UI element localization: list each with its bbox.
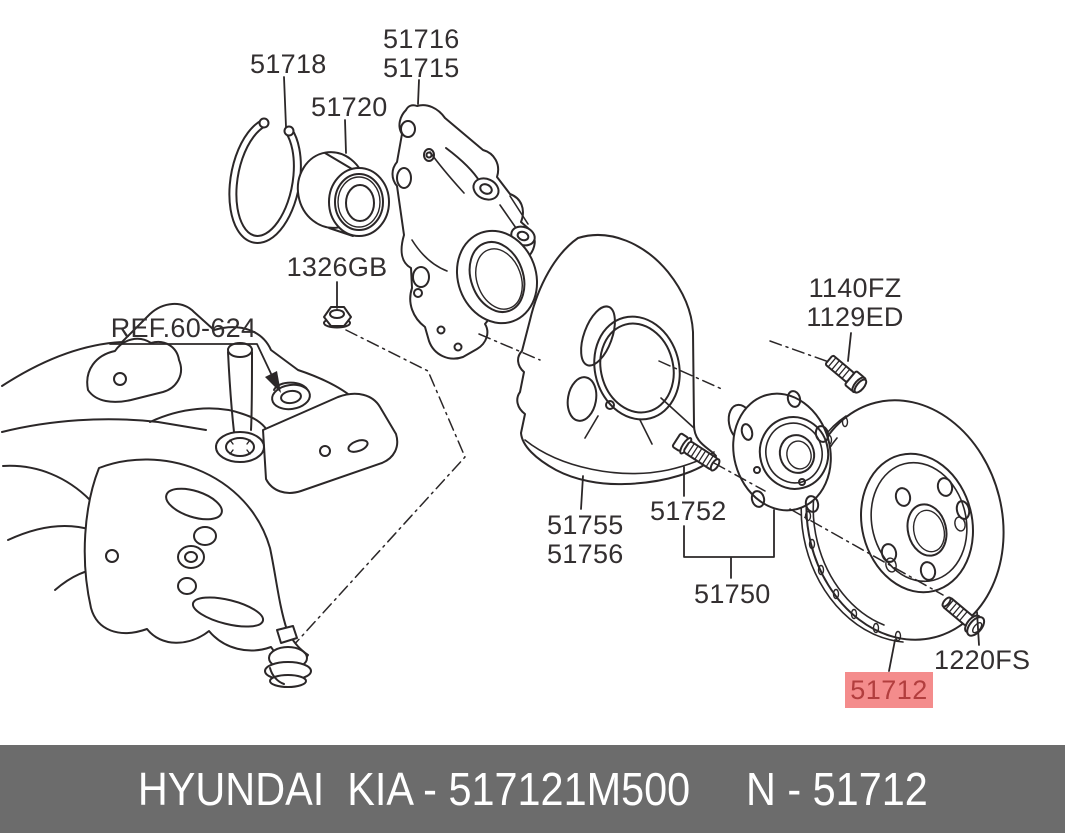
wheel-bearing-drawing [296,151,390,237]
label-dust-cover-line2[interactable]: 51756 [547,539,624,569]
label-disc-screw[interactable]: 1220FS [934,645,1031,675]
footer-bar: HYUNDAI KIA - 517121M500 N - 51712 [0,745,1065,833]
hub-bolt-drawing [671,432,721,472]
snap-ring-drawing [228,117,302,244]
label-crossmember-ref[interactable]: REF.60-624 [110,313,257,343]
steering-knuckle-drawing [391,104,539,360]
ref-arrowhead [265,371,281,393]
footer-text: HYUNDAI KIA - 517121M500 N - 51712 [138,762,928,816]
assembly-axis-lines [478,333,944,596]
assembly-axis-lines-back [291,329,466,648]
label-knuckle[interactable]: 51716 51715 [383,25,459,83]
exploded-diagram [1,76,1005,688]
strut-bolt-drawing [824,354,868,394]
label-hub-bolt[interactable]: 51752 [650,496,727,526]
flange-nut-drawing [323,306,352,329]
crossmember-drawing [1,303,399,591]
hub-drawing [727,390,832,513]
label-strut-bolt[interactable]: 1140FZ 1129ED [803,274,907,332]
label-snap-ring[interactable]: 51718 [250,49,327,79]
footer-catalog-number: N - 51712 [745,763,928,815]
dust-cover-drawing [516,234,717,486]
label-dust-cover[interactable]: 51755 51756 [547,511,623,569]
label-strut-bolt-line2[interactable]: 1129ED [806,302,904,332]
control-arm-drawing [83,458,312,688]
leader-lines [109,76,980,672]
label-brake-disc-highlighted[interactable]: 51712 [845,672,933,708]
label-knuckle-line1[interactable]: 51716 [383,24,460,54]
label-strut-bolt-line1[interactable]: 1140FZ [808,273,902,303]
label-knuckle-line2[interactable]: 51715 [383,53,460,83]
label-wheel-bearing[interactable]: 51720 [311,92,388,122]
label-dust-cover-line1[interactable]: 51755 [547,510,624,540]
label-hub-assembly[interactable]: 51750 [694,579,771,609]
label-flange-nut[interactable]: 1326GB [286,252,388,282]
disc-screw-drawing [941,596,986,637]
footer-part-number: HYUNDAI KIA - 517121M500 [137,763,690,815]
